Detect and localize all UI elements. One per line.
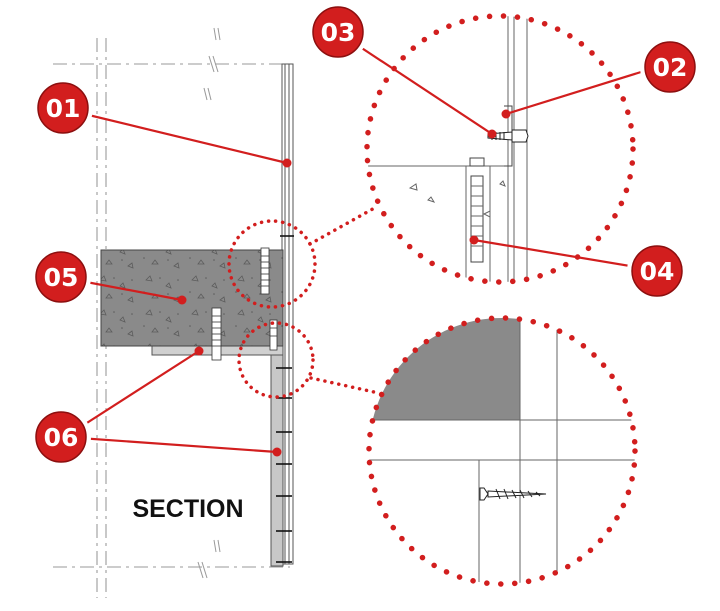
callout-06: 06 (31, 407, 91, 467)
detail-marker-lower (237, 321, 315, 399)
callout-01-label: 01 (46, 94, 81, 123)
vertical-cladding (281, 63, 294, 565)
callout-01: 01 (33, 78, 93, 138)
detail-marker-upper (227, 219, 317, 309)
section-title: SECTION (132, 495, 243, 523)
callout-02: 02 (640, 37, 700, 97)
detail-connector-lower (309, 376, 376, 394)
callout-05: 05 (31, 247, 91, 307)
callout-06-label: 06 (44, 423, 79, 452)
lower-board (270, 351, 284, 567)
detail-bottom (366, 315, 638, 587)
break-marks (197, 27, 221, 579)
screw-ticks (276, 235, 294, 563)
callout-04-label: 04 (640, 257, 675, 286)
section-drawing: SECTION (53, 27, 380, 598)
slab-bolts (211, 247, 278, 361)
leader-end-dots (177, 109, 511, 457)
callout-05-label: 05 (44, 263, 79, 292)
detail-top (364, 13, 636, 285)
detail-screw-bottom (479, 487, 547, 501)
callout-04: 04 (627, 241, 687, 301)
callout-03: 03 (308, 2, 368, 62)
concrete-slab (100, 249, 284, 347)
dashed-outline (53, 38, 290, 598)
callout-02-label: 02 (653, 53, 688, 82)
detail-connector-upper (308, 204, 380, 246)
callout-03-label: 03 (321, 18, 356, 47)
